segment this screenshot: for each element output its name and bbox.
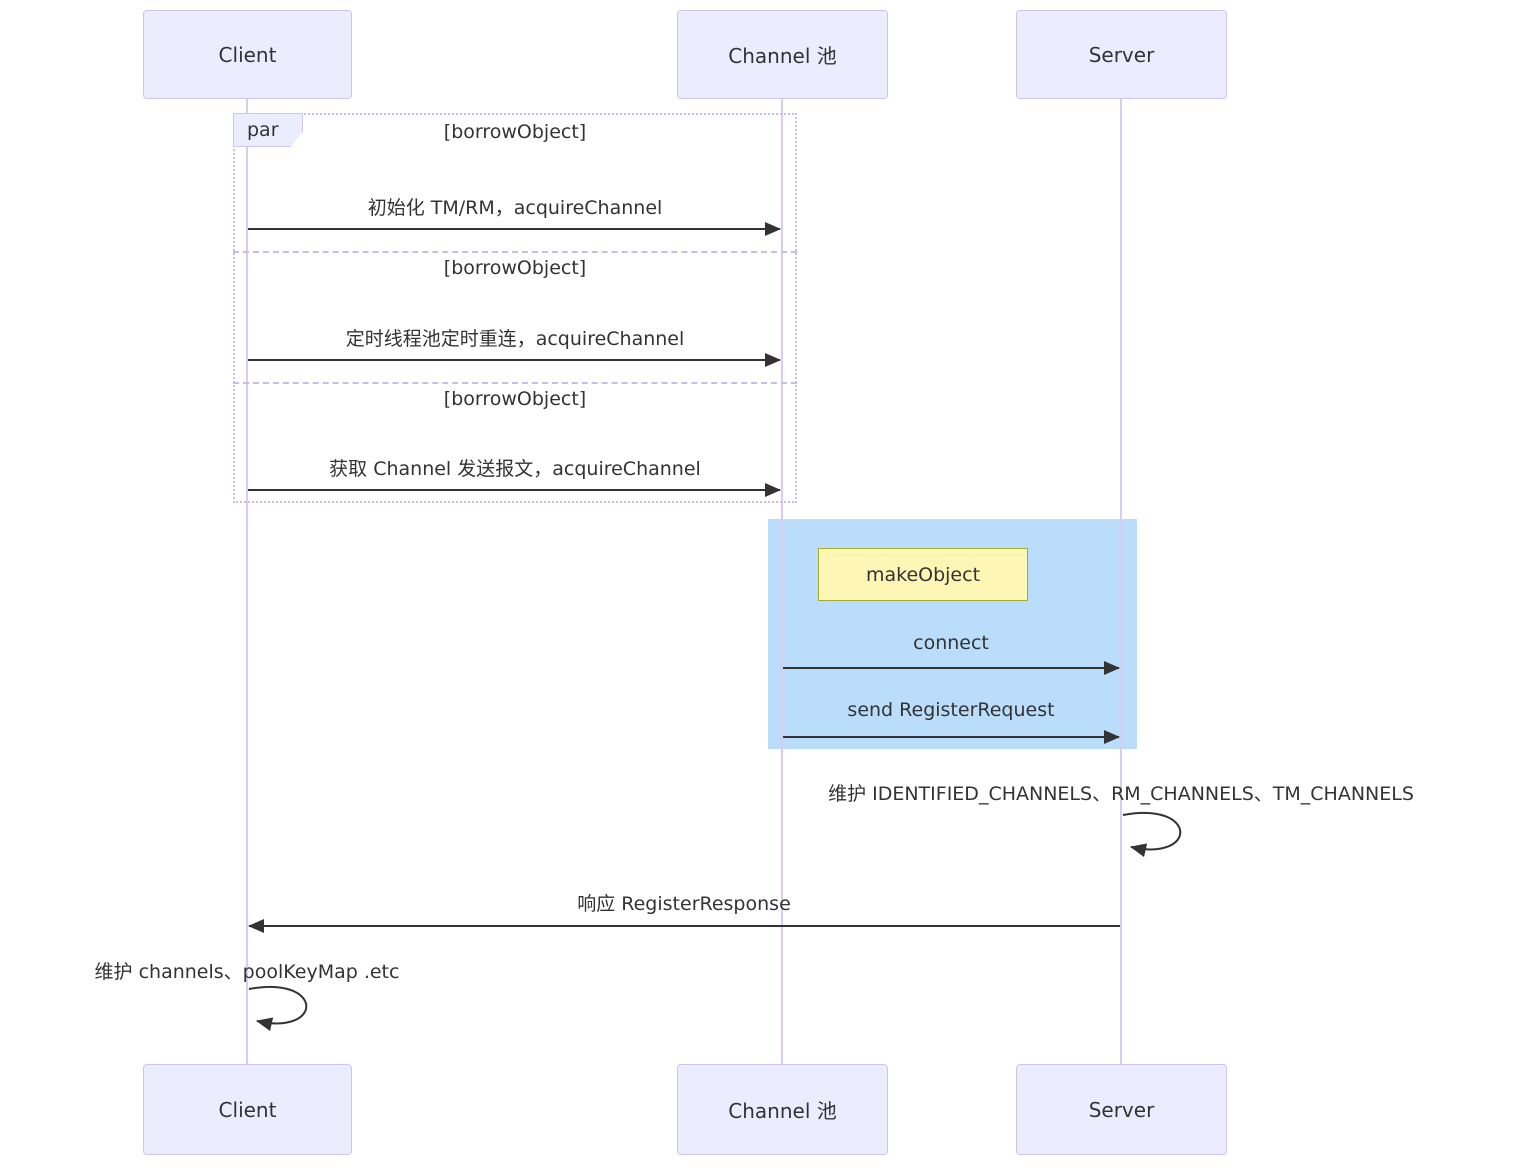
note-make-object: makeObject: [818, 548, 1028, 601]
message-send-register-request: send RegisterRequest: [847, 699, 1055, 721]
actor-top-client: Client: [143, 10, 352, 99]
message-acquire-3: 获取 Channel 发送报文，acquireChannel: [329, 458, 701, 480]
actor-label: Client: [218, 42, 277, 67]
par-condition-1: [borrowObject]: [443, 121, 587, 143]
actor-label: Server: [1088, 1097, 1155, 1122]
par-condition-3: [borrowObject]: [443, 388, 587, 410]
par-block-label: par: [233, 113, 303, 147]
self-message-client: 维护 channels、poolKeyMap .etc: [94, 961, 400, 983]
actor-label: Channel 池: [728, 1099, 837, 1123]
message-acquire-1: 初始化 TM/RM，acquireChannel: [367, 197, 663, 219]
actor-bottom-server: Server: [1016, 1064, 1227, 1155]
message-register-response: 响应 RegisterResponse: [577, 893, 791, 915]
message-acquire-2: 定时线程池定时重连，acquireChannel: [345, 328, 685, 350]
actor-label: Server: [1088, 42, 1155, 67]
self-loop-client: [248, 986, 308, 1032]
actor-bottom-channel-pool: Channel 池: [677, 1064, 888, 1155]
self-message-server: 维护 IDENTIFIED_CHANNELS、RM_CHANNELS、TM_CH…: [828, 783, 1414, 805]
actor-top-channel-pool: Channel 池: [677, 10, 888, 99]
par-condition-2: [borrowObject]: [443, 257, 587, 279]
actor-top-server: Server: [1016, 10, 1227, 99]
lifeline-channel-pool: [781, 99, 783, 1064]
actor-bottom-client: Client: [143, 1064, 352, 1155]
note-label: makeObject: [865, 563, 981, 586]
par-section-divider: [233, 382, 797, 384]
par-block-frame: [233, 113, 797, 503]
actor-label: Client: [218, 1097, 277, 1122]
self-loop-server: [1122, 812, 1182, 858]
par-section-divider: [233, 251, 797, 253]
lifeline-client: [246, 99, 248, 1064]
actor-label: Channel 池: [728, 44, 837, 68]
lifeline-server: [1120, 99, 1122, 1064]
message-connect: connect: [913, 632, 989, 654]
